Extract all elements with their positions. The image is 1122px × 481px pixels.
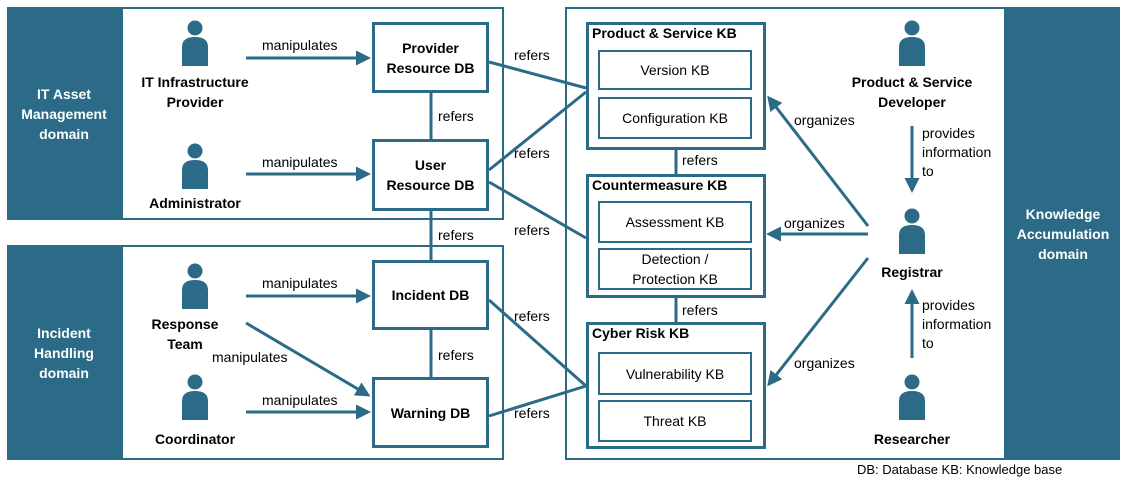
- detection-protection-kb: Detection / Protection KB: [598, 248, 752, 290]
- refers-label-product-countermeasure: refers: [682, 152, 718, 168]
- manipulates-label-coordinator: manipulates: [262, 392, 338, 408]
- edge-response-manipulates-warning: [245, 321, 371, 397]
- edge-provider-kb-refers: [488, 60, 587, 90]
- incident-db: Incident DB: [372, 260, 489, 330]
- refers-label-user-incident: refers: [438, 227, 474, 243]
- manipulates-label-incident: manipulates: [262, 275, 338, 291]
- user-resource-db: User Resource DB: [372, 139, 489, 211]
- warning-db: Warning DB: [372, 377, 489, 448]
- legend-text: DB: Database KB: Knowledge base: [857, 462, 1063, 477]
- edge-warning-kb-refers: [488, 384, 587, 418]
- manipulates-label-admin: manipulates: [262, 154, 338, 170]
- it-provider-person-icon: [182, 20, 208, 66]
- registrar-person-icon: [899, 208, 925, 254]
- manipulates-label-provider: manipulates: [262, 37, 338, 53]
- response-team-person-icon: [182, 263, 208, 309]
- provides-label-researcher: provides information to: [922, 297, 992, 351]
- coordinator-label: Coordinator: [154, 431, 236, 447]
- threat-kb: Threat KB: [598, 400, 752, 442]
- refers-label-warning-kb: refers: [514, 405, 550, 421]
- configuration-kb: Configuration KB: [598, 97, 752, 139]
- refers-label-user-countermeasure: refers: [514, 222, 550, 238]
- edge-incident-kb-refers: [488, 298, 587, 388]
- refers-label-user-kb: refers: [514, 145, 550, 161]
- provider-resource-db: Provider Resource DB: [372, 22, 489, 93]
- cyber-risk-kb-title: Cyber Risk KB: [592, 325, 690, 341]
- edge-user-kb-refers: [488, 90, 587, 172]
- it-provider-label: IT Infrastructure Provider: [141, 74, 249, 110]
- assessment-kb: Assessment KB: [598, 201, 752, 243]
- product-developer-label: Product & Service Developer: [851, 74, 973, 110]
- edge-organizes-risk: [767, 257, 870, 387]
- knowledge-domain-band: Knowledge Accumulation domain: [1006, 7, 1120, 460]
- refers-label-provider-user: refers: [438, 108, 474, 124]
- organizes-label-countermeasure: organizes: [784, 215, 845, 231]
- registrar-label: Registrar: [881, 264, 943, 280]
- refers-label-incident-kb: refers: [514, 308, 550, 324]
- version-kb: Version KB: [598, 50, 752, 90]
- it-asset-domain-band: IT Asset Management domain: [7, 7, 121, 220]
- researcher-person-icon: [899, 374, 925, 420]
- edge-user-countermeasure-refers: [488, 180, 587, 240]
- product-developer-person-icon: [899, 20, 925, 66]
- administrator-person-icon: [182, 143, 208, 189]
- response-team-label: Response Team: [151, 316, 219, 352]
- incident-domain-band: Incident Handling domain: [7, 245, 121, 460]
- coordinator-person-icon: [182, 374, 208, 420]
- vulnerability-kb: Vulnerability KB: [598, 352, 752, 395]
- refers-label-provider-kb: refers: [514, 47, 550, 63]
- researcher-label: Researcher: [873, 431, 951, 447]
- organizes-label-product: organizes: [794, 112, 855, 128]
- product-service-kb-title: Product & Service KB: [592, 25, 737, 41]
- organizes-label-risk: organizes: [794, 355, 855, 371]
- provides-label-developer: provides information to: [922, 125, 992, 179]
- edge-organizes-product: [767, 95, 870, 227]
- countermeasure-kb-title: Countermeasure KB: [592, 177, 728, 193]
- refers-label-countermeasure-risk: refers: [682, 302, 718, 318]
- manipulates-label-response-warning: manipulates: [212, 349, 288, 365]
- administrator-label: Administrator: [149, 195, 241, 211]
- refers-label-incident-warning: refers: [438, 347, 474, 363]
